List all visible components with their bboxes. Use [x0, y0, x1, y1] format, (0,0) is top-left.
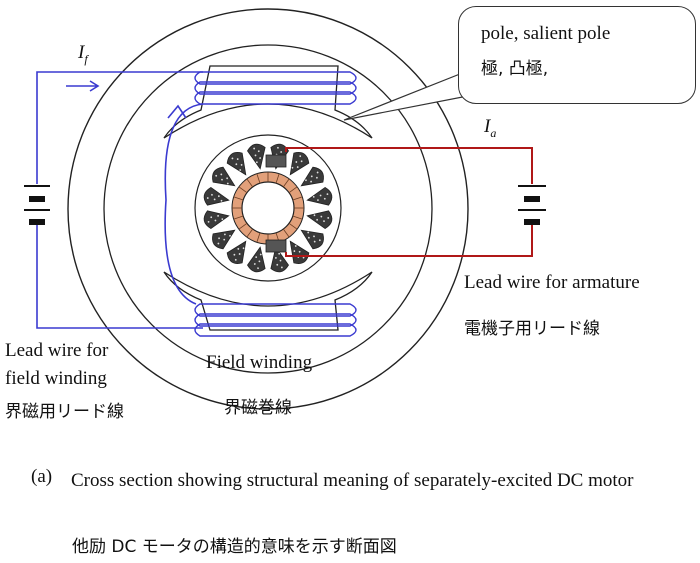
commutator-segment-line: [238, 186, 248, 194]
field-winding-label-jp: 界磁巻線: [224, 398, 292, 418]
field-lead-label-2: field winding: [5, 368, 107, 389]
shaft-bore: [241, 181, 295, 235]
commutator-segment-line: [288, 222, 298, 230]
field-winding-top: [194, 71, 357, 105]
armature-battery-icon: [518, 185, 546, 225]
armature-slot: [212, 166, 236, 187]
caption-text-jp: 他励 DC モータの構造的意味を示す断面図: [72, 537, 397, 557]
armature-lead-label: Lead wire for armature: [464, 272, 640, 293]
commutator-segment-line: [288, 186, 298, 194]
armature-slots: [203, 143, 333, 273]
armature-lead-label-jp: 電機子用リード線: [464, 319, 600, 339]
stator-inner-circle: [103, 44, 433, 374]
armature-slot: [246, 143, 266, 170]
commutator-segment-line: [246, 228, 254, 238]
commutator-segment-line: [238, 222, 248, 230]
armature-slot: [246, 246, 266, 273]
commutator-segment-line: [256, 232, 261, 243]
armature-slot: [300, 166, 324, 187]
armature-slot: [306, 186, 333, 206]
field-return-arrow: [167, 104, 187, 119]
field-current-label: If: [78, 42, 88, 66]
brush-top: [265, 154, 287, 168]
armature-slot: [203, 186, 230, 206]
caption-text: Cross section showing structural meaning…: [71, 470, 634, 491]
field-current-arrow: [66, 80, 100, 92]
stator-outer-circle: [67, 8, 469, 410]
pole-callout: pole, salient pole 極, 凸極,: [458, 6, 696, 104]
field-lead-label-jp: 界磁用リード線: [5, 402, 124, 422]
armature-slot: [226, 152, 247, 176]
armature-slot: [212, 229, 236, 250]
armature-slot: [306, 210, 333, 230]
commutator-segment-line: [246, 178, 254, 188]
armature-circuit: [285, 147, 533, 257]
callout-pointer: [343, 69, 479, 121]
field-battery-icon: [24, 185, 50, 225]
armature-slot: [289, 152, 310, 176]
commutator-segment-line: [275, 173, 280, 184]
commutator-segment-line: [282, 178, 290, 188]
field-winding-label: Field winding: [206, 352, 313, 373]
field-circuit: [36, 71, 204, 329]
armature-slot: [289, 240, 310, 264]
commutator-segment-line: [282, 228, 290, 238]
commutator-segment-line: [292, 196, 303, 201]
commutator-segments: [232, 172, 304, 244]
commutator-segment-line: [256, 173, 261, 184]
brush-bottom: [265, 239, 287, 253]
commutator-segment-line: [233, 215, 244, 220]
caption-number: (a): [31, 466, 53, 487]
armature-current-label: Ia: [484, 116, 497, 140]
callout-jp-text: 極, 凸極,: [481, 59, 549, 79]
commutator-segment-line: [233, 196, 244, 201]
armature-slot: [203, 210, 230, 230]
armature-slot: [300, 229, 324, 250]
field-lead-label-1: Lead wire for: [5, 340, 109, 361]
commutator-segment-line: [292, 215, 303, 220]
armature-slot: [270, 246, 290, 273]
armature-slot: [226, 240, 247, 264]
callout-en-text: pole, salient pole: [481, 23, 611, 44]
